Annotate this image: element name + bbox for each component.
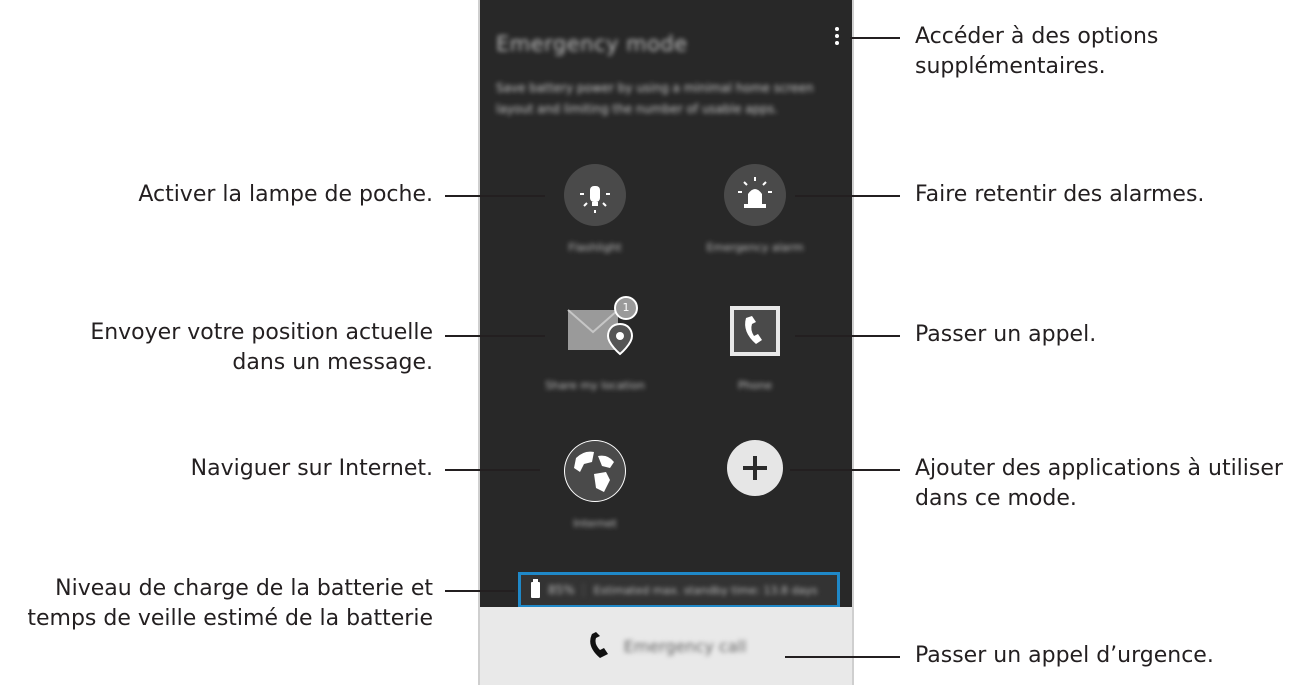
callout-line <box>790 469 900 471</box>
phone-icon <box>724 302 786 364</box>
callout-line <box>795 335 900 337</box>
annotation-phone: Passer un appel. <box>915 322 1097 347</box>
phone-screen: Emergency mode Save battery power by usi… <box>478 0 854 685</box>
callout-line <box>445 335 545 337</box>
annotation-location-line2: dans un message. <box>232 350 433 375</box>
more-options-icon[interactable] <box>832 24 842 54</box>
app-label: Phone <box>737 379 773 392</box>
annotation-battery: Niveau de charge de la batterie et temps… <box>27 574 433 634</box>
battery-status: 85% Estimated max. standby time: 13.8 da… <box>518 572 840 608</box>
emergency-call-button[interactable]: Emergency call <box>480 607 852 685</box>
annotation-internet: Naviguer sur Internet. <box>190 456 433 481</box>
annotation-emergency-call: Passer un appel d’urgence. <box>915 643 1214 668</box>
callout-line <box>445 590 515 592</box>
app-internet[interactable]: Internet <box>530 440 660 534</box>
notification-badge: 1 <box>614 296 638 320</box>
annotation-add-line2: dans ce mode. <box>915 486 1077 511</box>
annotation-flashlight: Activer la lampe de poche. <box>138 182 433 207</box>
app-flashlight[interactable]: Flashlight <box>530 164 660 258</box>
globe-icon <box>564 440 626 502</box>
message-location-icon: 1 <box>564 296 638 364</box>
callout-line <box>445 469 540 471</box>
app-share-location[interactable]: 1 Share my location <box>530 296 660 396</box>
alarm-siren-icon <box>724 164 786 226</box>
app-label: Internet <box>573 517 617 530</box>
app-label: Emergency alarm <box>706 241 804 254</box>
battery-percent: 85% <box>548 583 584 597</box>
annotation-alarm: Faire retentir des alarmes. <box>915 182 1205 207</box>
plus-icon <box>727 440 783 496</box>
callout-line <box>795 195 900 197</box>
annotation-add-line1: Ajouter des applications à utiliser <box>915 456 1283 481</box>
app-label: Share my location <box>545 379 645 392</box>
app-phone[interactable]: Phone <box>690 302 820 396</box>
callout-line <box>445 195 545 197</box>
page-title: Emergency mode <box>496 32 688 56</box>
mode-description: Save battery power by using a minimal ho… <box>496 81 814 116</box>
battery-icon <box>531 579 540 598</box>
flashlight-icon <box>564 164 626 226</box>
app-label: Flashlight <box>568 241 622 254</box>
emergency-call-label: Emergency call <box>623 636 747 656</box>
callout-line <box>785 656 900 658</box>
annotation-add: Ajouter des applications à utiliser dans… <box>915 454 1283 514</box>
annotation-battery-line2: temps de veille estimé de la batterie <box>27 606 433 631</box>
phone-handset-icon <box>589 632 608 658</box>
app-emergency-alarm[interactable]: Emergency alarm <box>690 164 820 258</box>
annotation-options: Accéder à des options supplémentaires. <box>915 24 1159 79</box>
annotation-battery-line1: Niveau de charge de la batterie et <box>55 576 433 601</box>
callout-line <box>850 37 900 39</box>
annotation-location: Envoyer votre position actuelle dans un … <box>90 318 433 378</box>
add-app-button[interactable] <box>690 440 820 496</box>
battery-standby-time: Estimated max. standby time: 13.8 days <box>593 583 818 597</box>
annotation-location-line1: Envoyer votre position actuelle <box>90 320 433 345</box>
